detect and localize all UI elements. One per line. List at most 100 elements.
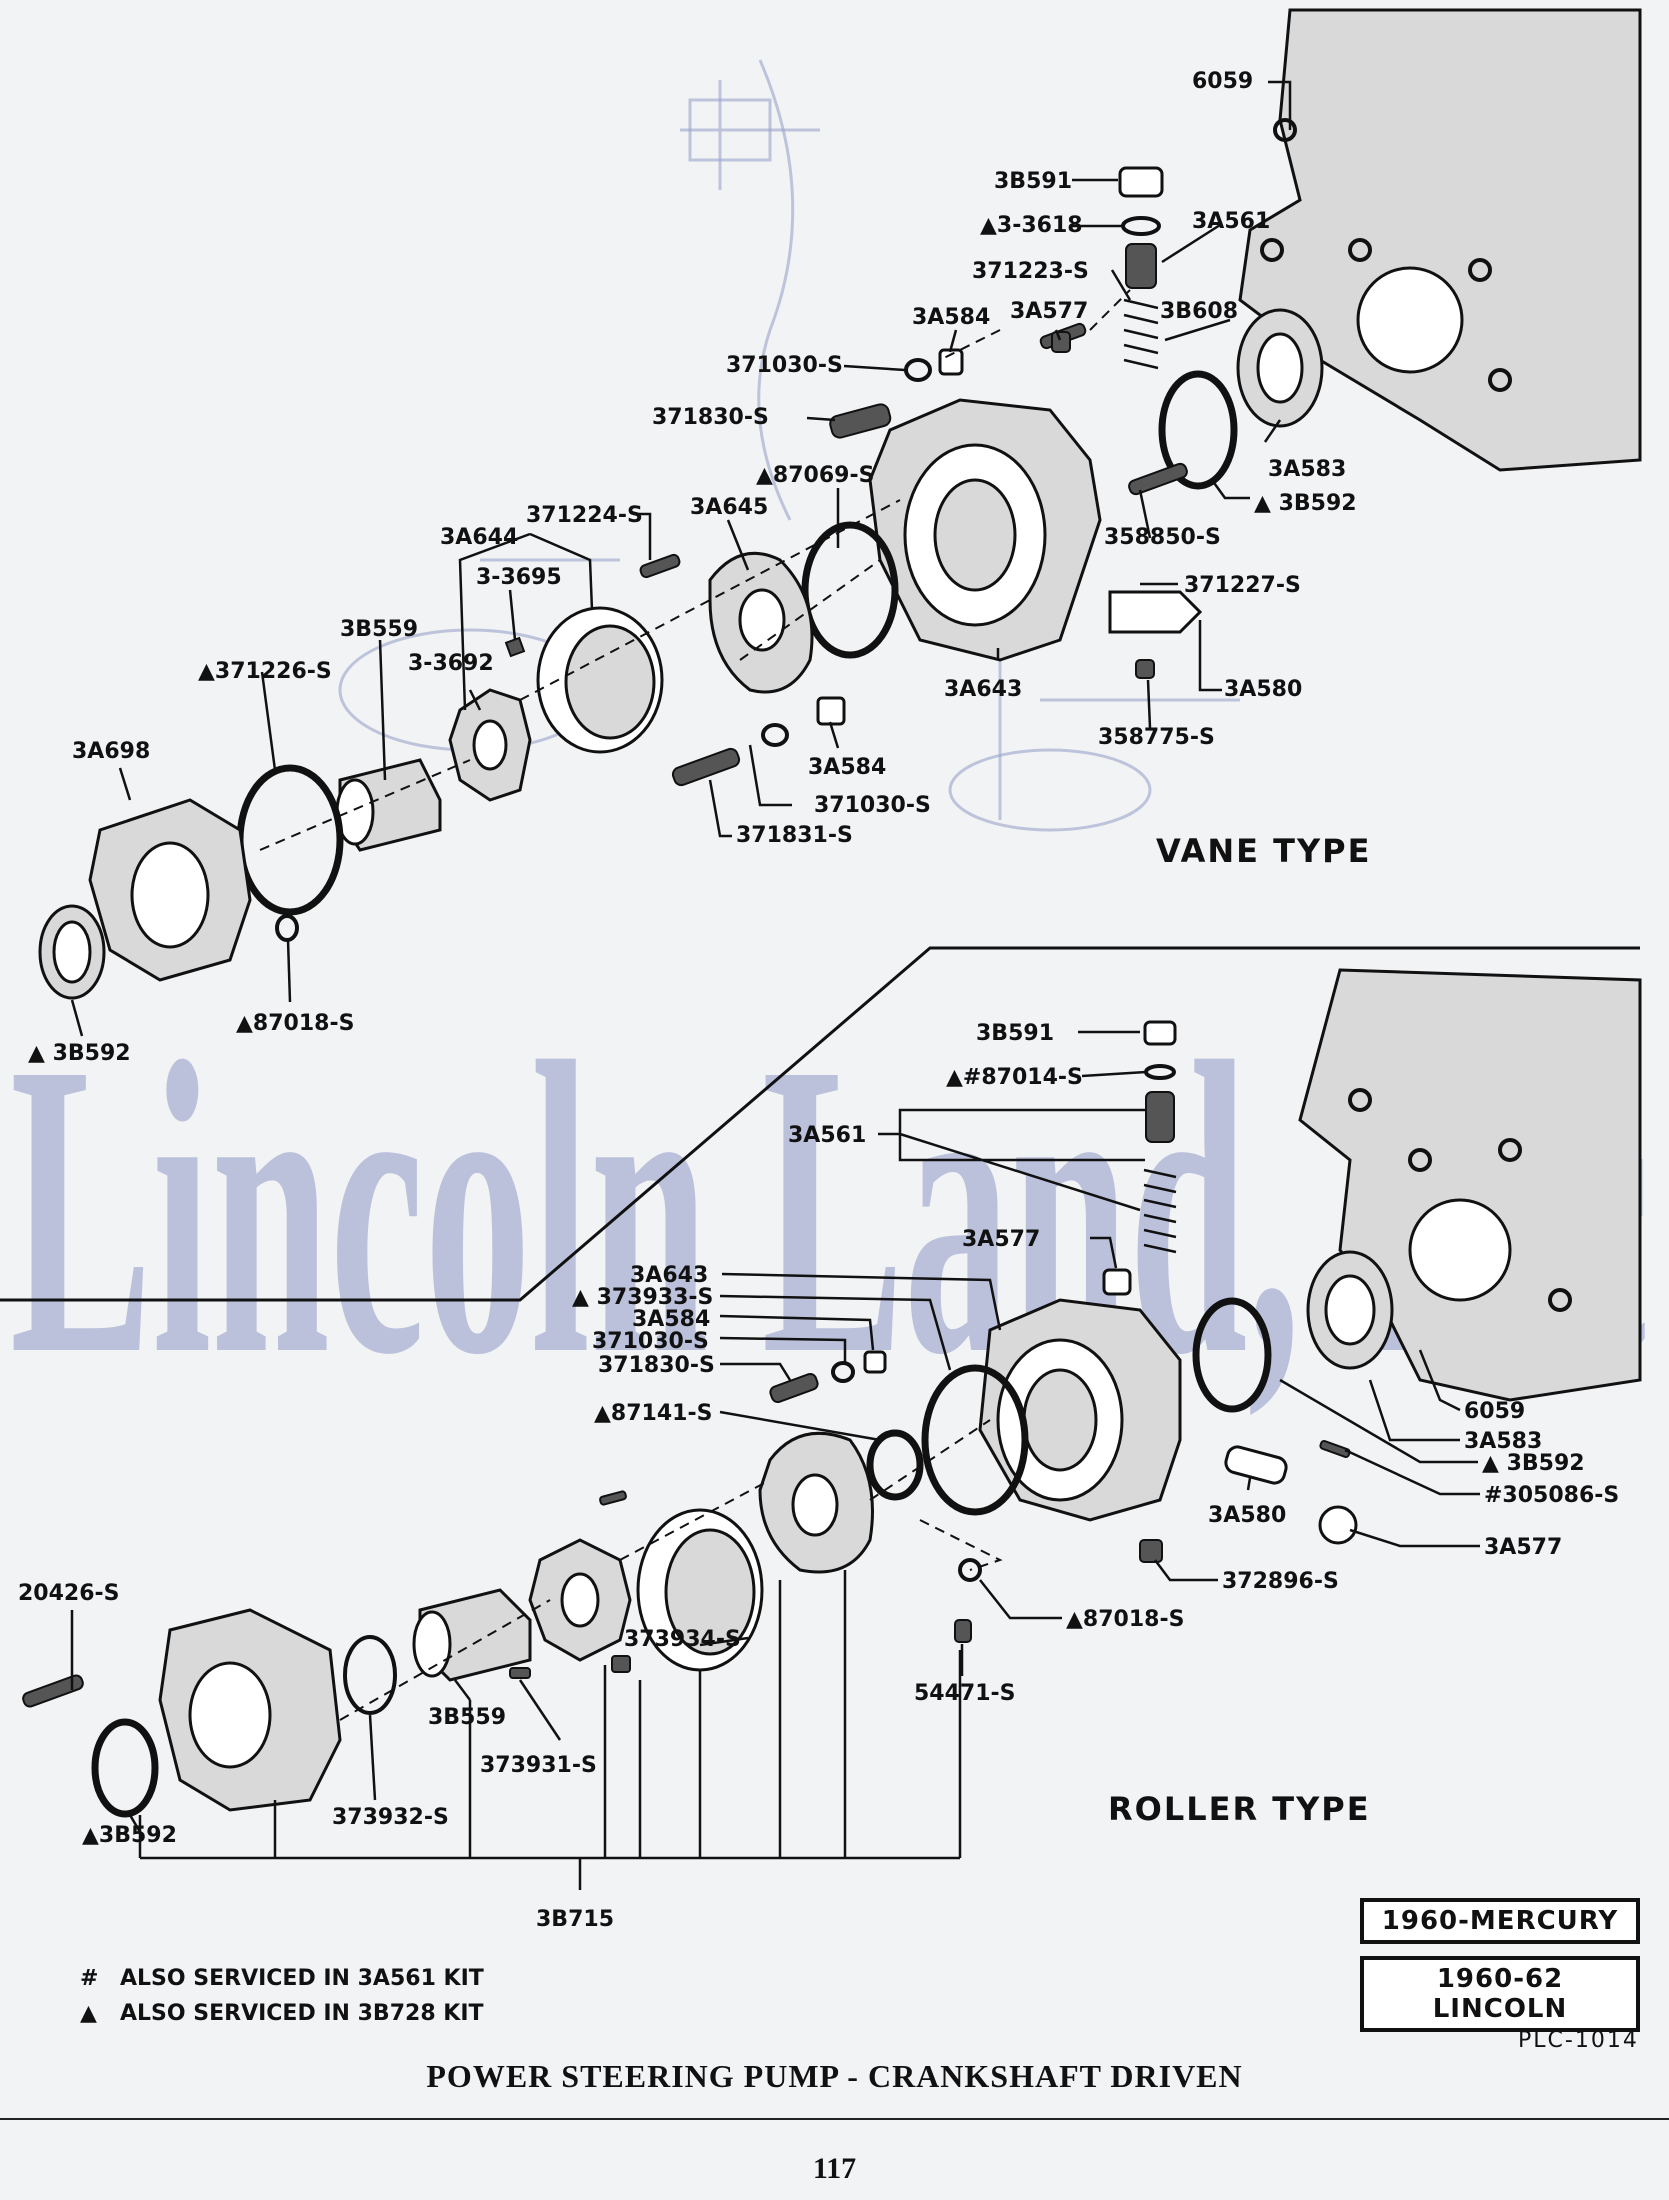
vane-washer-371030S: [904, 358, 932, 382]
vane-rotor-hub: [472, 719, 508, 771]
label-3A584-lower: 3A584: [808, 755, 886, 780]
label-3A583: 3A583: [1268, 457, 1346, 482]
label-371830S-roller: 371830-S: [598, 1353, 715, 1378]
note-text: ALSO SERVICED IN 3B728 KIT: [120, 2001, 484, 2026]
roller-part-labels: 3B591 ▲#87014-S 3A561 3A577 3A643 ▲ 3739…: [18, 1021, 1619, 1932]
vane-spring-3B608: [1123, 298, 1159, 370]
vane-plate-center: [738, 588, 786, 652]
label-358775S: 358775-S: [1098, 725, 1215, 750]
note-hash: # ALSO SERVICED IN 3A561 KIT: [80, 1966, 484, 1991]
model-year-boxes: 1960-MERCURY 1960-62 LINCOLN: [1360, 1898, 1640, 2044]
roller-pump-body-inner: [1022, 1368, 1098, 1472]
roller-cam-ring-inner: [664, 1528, 756, 1656]
label-3A645: 3A645: [690, 495, 768, 520]
label-3A577: 3A577: [1010, 299, 1088, 324]
label-3B559-roller: 3B559: [428, 1705, 506, 1730]
vane-cover-bolt-hole: [1468, 258, 1492, 282]
label-3-3618: ▲3-3618: [980, 213, 1083, 238]
section-divider: [0, 946, 1640, 1302]
roller-oring-87018S: [958, 1558, 982, 1582]
vane-bolt-371830S: [829, 403, 892, 439]
label-3A583-roller: 3A583: [1464, 1429, 1542, 1454]
label-3B592: ▲ 3B592: [1254, 491, 1357, 516]
label-6059-roller: 6059: [1464, 1399, 1525, 1424]
vane-vane-3-3695: [504, 636, 526, 658]
vane-pin-358850S: [1128, 462, 1188, 496]
roller-oring-373933S: [921, 1364, 1029, 1516]
vane-cover-bolt-hole: [1348, 238, 1372, 262]
label-3A698: 3A698: [72, 739, 150, 764]
label-3A643: 3A643: [944, 677, 1022, 702]
roller-cover-bolt-hole: [1408, 1148, 1432, 1172]
label-3A577-roller-lower: 3A577: [1484, 1535, 1562, 1560]
label-3A580: 3A580: [1224, 677, 1302, 702]
label-20426S: 20426-S: [18, 1581, 120, 1606]
roller-pin: [599, 1490, 627, 1506]
roller-fitting-3A577-lower: [1318, 1505, 1358, 1545]
label-3A561-roller: 3A561: [788, 1123, 866, 1148]
vane-fitting-3A577: [1051, 331, 1071, 353]
vane-outlet-3A580: [1108, 590, 1203, 634]
vane-cover-bolt-hole: [1260, 238, 1284, 262]
roller-seal-3A583-inner: [1324, 1274, 1376, 1346]
note-symbol-triangle: ▲: [80, 2001, 97, 2026]
roller-bearing-end: [412, 1610, 452, 1678]
horizontal-rule: [0, 2118, 1669, 2120]
page-title: POWER STEERING PUMP - CRANKSHAFT DRIVEN: [426, 2058, 1243, 2094]
note-triangle: ▲ ALSO SERVICED IN 3B728 KIT: [80, 2001, 484, 2026]
label-3A584: 3A584: [912, 305, 990, 330]
note-symbol-hash: #: [80, 1966, 99, 1991]
bleed-through-ghost: [338, 59, 1240, 832]
vane-cap-3B591: [1118, 166, 1164, 198]
vane-oring-3B592: [1158, 370, 1238, 490]
vane-pump-body-inner: [933, 478, 1017, 592]
label-3A577-roller: 3A577: [962, 1227, 1040, 1252]
label-3B715: 3B715: [536, 1907, 614, 1932]
label-87141S: ▲87141-S: [594, 1401, 712, 1426]
vane-pin-371224S: [639, 553, 681, 579]
label-3B608: 3B608: [1160, 299, 1238, 324]
label-3A643-roller: 3A643: [630, 1263, 708, 1288]
roller-outlet-3A580: [1224, 1445, 1288, 1485]
vane-housing-bore: [130, 841, 210, 949]
plc-code: PLC-1014: [1518, 2028, 1639, 2053]
roller-washer-371030S: [831, 1361, 855, 1383]
vane-valve-3A561: [1125, 243, 1157, 289]
note-text: ALSO SERVICED IN 3A561 KIT: [120, 1966, 484, 1991]
roller-housing-bore: [188, 1661, 272, 1769]
vane-cover-bolt-hole: [1273, 118, 1297, 142]
roller-roller: [611, 1655, 631, 1673]
roller-bolt-54471S: [954, 1619, 972, 1643]
roller-cover-bore: [1408, 1198, 1512, 1302]
label-3B592-roller-left: ▲3B592: [82, 1823, 177, 1848]
roller-oring-373932S: [343, 1635, 397, 1715]
roller-cover-bolt-hole: [1348, 1088, 1372, 1112]
label-6059: 6059: [1192, 69, 1253, 94]
label-3B591: 3B591: [994, 169, 1072, 194]
label-87018S-roller: ▲87018-S: [1066, 1607, 1184, 1632]
roller-oring-3B592: [1192, 1297, 1272, 1413]
roller-plug-372896S: [1139, 1539, 1163, 1563]
label-371223S: 371223-S: [972, 259, 1089, 284]
label-3-3692: 3-3692: [408, 651, 494, 676]
label-373932S: 373932-S: [332, 1805, 449, 1830]
roller-bolt-20426S: [22, 1674, 84, 1708]
label-371830S: 371830-S: [652, 405, 769, 430]
label-87069S: ▲87069-S: [756, 463, 874, 488]
vane-type-parts: [38, 8, 1642, 1000]
label-3A644: 3A644: [440, 525, 518, 550]
label-3A584-roller: 3A584: [632, 1307, 710, 1332]
label-87018S: ▲87018-S: [236, 1011, 354, 1036]
label-373934S: 373934-S: [624, 1627, 741, 1652]
label-54471S: 54471-S: [914, 1681, 1016, 1706]
vane-plug-358775S: [1135, 659, 1155, 679]
vane-cover-bolt-hole: [1488, 368, 1512, 392]
label-371030S-roller: 371030-S: [592, 1329, 709, 1354]
label-3B591-roller: 3B591: [976, 1021, 1054, 1046]
vane-oring-87018S: [275, 914, 299, 942]
roller-bushing-3A584: [863, 1350, 887, 1374]
roller-spring-3A561: [1143, 1168, 1177, 1254]
leader-lines: [70, 80, 1480, 1890]
vane-seal-3A583-inner: [1256, 332, 1304, 404]
